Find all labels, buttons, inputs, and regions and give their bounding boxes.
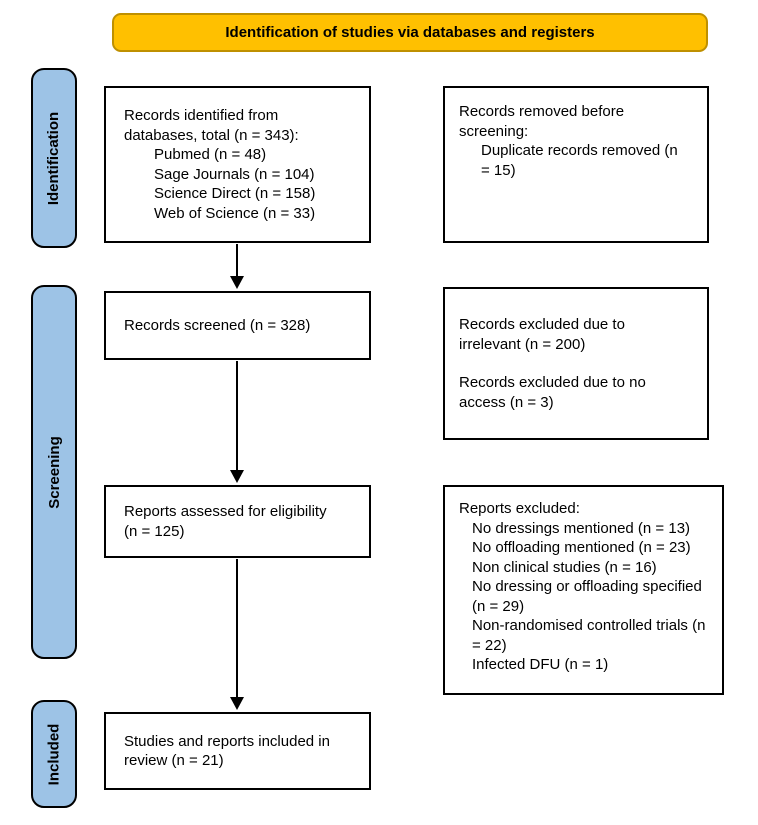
excluded-no-offloading: No offloading mentioned (n = 23)	[472, 539, 691, 556]
included-in-review-text: Studies and reports included in review (…	[124, 732, 330, 770]
box-records-removed-before-screening: Records removed before screening: Duplic…	[443, 86, 709, 243]
source-web-of-science: Web of Science (n = 33)	[154, 204, 316, 222]
arrow-down-icon	[230, 697, 244, 710]
stage-screening-label: Screening	[45, 435, 63, 509]
box-records-identified: Records identified from databases, total…	[104, 86, 371, 243]
reports-excluded-intro: Reports excluded:	[459, 500, 580, 517]
box-reports-excluded: Reports excluded: No dressings mentioned…	[443, 485, 724, 695]
records-excluded-irrelevant: Records excluded due to irrelevant (n = …	[459, 316, 625, 353]
stage-identification: Identification	[31, 68, 77, 248]
stage-identification-label: Identification	[45, 111, 63, 205]
source-sage-journals: Sage Journals (n = 104)	[154, 165, 315, 183]
records-identified-line1: Records identified from	[124, 107, 279, 124]
excluded-non-clinical: Non clinical studies (n = 16)	[472, 558, 657, 576]
stage-included-label: Included	[45, 723, 63, 785]
box-reports-assessed: Reports assessed for eligibility (n = 12…	[104, 485, 371, 558]
box-records-excluded: Records excluded due to irrelevant (n = …	[443, 287, 709, 440]
duplicate-records-removed: Duplicate records removed (n = 15)	[481, 142, 678, 179]
source-pubmed: Pubmed (n = 48)	[154, 146, 267, 163]
stage-screening: Screening	[31, 285, 77, 659]
arrow-assessed-to-included	[230, 559, 244, 710]
reports-assessed-text: Reports assessed for eligibility (n = 12…	[124, 503, 327, 540]
records-identified-line2: databases, total (n = 343):	[124, 126, 299, 144]
banner-title: Identification of studies via databases …	[112, 13, 708, 52]
arrow-screened-to-assessed	[230, 361, 244, 483]
arrow-shaft	[236, 361, 238, 472]
stage-included: Included	[31, 700, 77, 808]
excluded-not-specified: No dressing or offloading specified (n =…	[472, 578, 702, 615]
banner-title-label: Identification of studies via databases …	[225, 24, 595, 41]
arrow-shaft	[236, 244, 238, 278]
box-records-screened: Records screened (n = 328)	[104, 291, 371, 360]
excluded-no-dressings: No dressings mentioned (n = 13)	[472, 519, 691, 537]
box-included-in-review: Studies and reports included in review (…	[104, 712, 371, 790]
arrow-shaft	[236, 559, 238, 699]
records-excluded-no-access: Records excluded due to no access (n = 3…	[459, 374, 646, 411]
arrow-identified-to-screened	[230, 244, 244, 289]
removed-before-screening-intro: Records removed before screening:	[459, 103, 625, 140]
excluded-infected-dfu: Infected DFU (n = 1)	[472, 656, 609, 673]
records-screened-text: Records screened (n = 328)	[124, 316, 311, 334]
arrow-down-icon	[230, 276, 244, 289]
excluded-non-randomised: Non-randomised controlled trials (n = 22…	[472, 617, 706, 654]
source-science-direct: Science Direct (n = 158)	[154, 185, 316, 202]
arrow-down-icon	[230, 470, 244, 483]
